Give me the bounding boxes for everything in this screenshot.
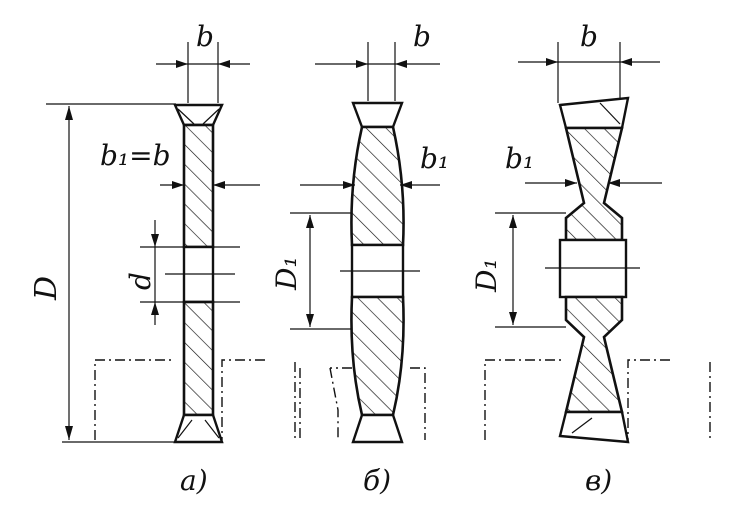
- fig-c-dim-b1: b₁: [505, 142, 662, 187]
- fig-a-body-upper: [182, 123, 215, 249]
- fig-a-dim-D: D: [29, 103, 176, 443]
- fig-c-body-lower: [564, 295, 624, 414]
- fig-b-abrasive-rim-top: [351, 101, 404, 129]
- fig-b-dim-b1: b₁: [300, 142, 449, 189]
- fig-c-dim-b: b: [518, 20, 660, 103]
- fig-c-wheel: [558, 96, 630, 444]
- fig-a-spindle-frame: [94, 359, 296, 440]
- fig-a-body-lower: [182, 300, 215, 417]
- fig-c-label-b1: b₁: [505, 142, 534, 175]
- fig-b-spindle-frame: [299, 367, 426, 440]
- fig-b-label-b: b: [413, 20, 431, 53]
- fig-a-abrasive-rim-top: [173, 103, 224, 127]
- fig-c-label-b: b: [580, 20, 598, 53]
- fig-c-abrasive-rim-bottom: [558, 410, 630, 444]
- fig-b-wheel: [350, 101, 405, 444]
- figure-b: b b₁ D₁ б): [270, 20, 449, 497]
- fig-b-dim-D1: D₁: [270, 212, 420, 330]
- fig-a-dim-b1: b₁=b: [100, 139, 260, 189]
- fig-b-body-upper: [350, 125, 405, 247]
- fig-b-label-D1: D₁: [270, 256, 303, 291]
- fig-c-abrasive-rim-top: [558, 96, 630, 130]
- fig-a-label-d: d: [124, 272, 157, 290]
- fig-b-label-b1: b₁: [420, 142, 449, 175]
- fig-c-label-D1: D₁: [470, 258, 503, 293]
- fig-b-body-lower: [350, 295, 405, 417]
- fig-a-label-b: b: [196, 20, 214, 53]
- fig-c-spindle-frame: [484, 359, 711, 440]
- fig-b-dim-b: b: [315, 20, 440, 101]
- fig-b-caption: б): [363, 464, 391, 497]
- figure-a: b D b₁=b d a): [29, 20, 296, 497]
- fig-c-caption: в): [585, 464, 612, 497]
- fig-a-label-b1-eq-b: b₁=b: [100, 139, 171, 172]
- fig-a-label-D: D: [29, 276, 64, 301]
- fig-a-dim-b: b: [156, 20, 250, 103]
- fig-a-abrasive-rim-bottom: [173, 413, 224, 444]
- fig-a-caption: a): [180, 464, 208, 497]
- fig-a-dim-d: d: [124, 220, 240, 325]
- fig-c-dim-D1: D₁: [470, 212, 640, 328]
- figure-c: b b₁ D₁ в): [470, 20, 711, 497]
- fig-b-abrasive-rim-bottom: [351, 413, 404, 444]
